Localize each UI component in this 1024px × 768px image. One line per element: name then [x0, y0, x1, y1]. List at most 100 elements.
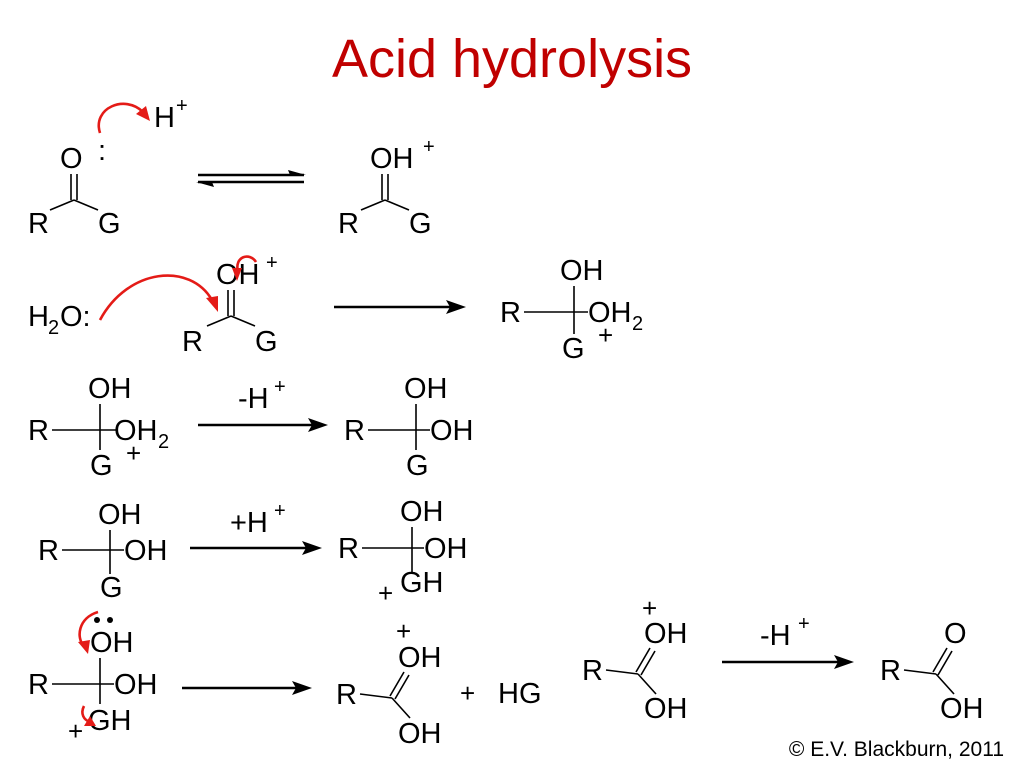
- carboxylic-acid-product: O R OH: [880, 618, 984, 725]
- r-c-bond: [206, 315, 232, 327]
- g-group: G: [562, 333, 585, 365]
- charge: +: [68, 716, 83, 746]
- charge: +: [642, 593, 657, 623]
- charge: +: [598, 320, 613, 350]
- step4-arrow: +H +: [190, 500, 322, 555]
- gh-group: GH: [88, 705, 132, 737]
- r-c-bond: [605, 669, 639, 675]
- r-group: R: [500, 297, 521, 329]
- charge: +: [378, 578, 393, 608]
- copyright-notice: © E.V. Blackburn, 2011: [788, 738, 1004, 761]
- proton-h: H: [154, 102, 175, 134]
- step5-arrow: [182, 681, 312, 695]
- page-title: Acid hydrolysis: [331, 29, 693, 89]
- oh-top: OH: [398, 642, 442, 674]
- hg-leaving-group: HG: [498, 678, 542, 710]
- lone-pair-dot: [94, 617, 100, 623]
- c-o-double-bond-b: [394, 674, 410, 700]
- arrow-label: -H: [760, 620, 791, 652]
- charge: +: [396, 616, 411, 646]
- proton-charge: +: [176, 95, 188, 117]
- curly-arrow-head: [78, 640, 90, 654]
- step1-g-group: G: [98, 208, 121, 240]
- g-group: G: [90, 450, 113, 482]
- oh2-group: OH: [114, 415, 158, 447]
- curly-arrow-head: [206, 296, 218, 312]
- r-group: R: [336, 679, 357, 711]
- gh-group: GH: [400, 567, 444, 599]
- curly-arrow-protonation: [97, 102, 144, 134]
- water-subscript: 2: [48, 317, 59, 339]
- oh2-group: OH: [588, 297, 632, 329]
- r-group: R: [582, 655, 603, 687]
- c-oh-bond: [391, 697, 411, 719]
- step1-r-group: R: [28, 208, 49, 240]
- oh2-subscript: 2: [632, 313, 643, 335]
- arrow-label: -H: [238, 383, 269, 415]
- step1-reactant-carbonyl: O : R G: [28, 135, 121, 240]
- r-group: R: [38, 535, 59, 567]
- g-group: G: [409, 208, 432, 240]
- arrow-label-charge: +: [798, 613, 810, 635]
- r-c-bond: [359, 693, 393, 699]
- oh-top: OH: [400, 496, 444, 528]
- oh-top: OH: [90, 627, 134, 659]
- r-group: R: [28, 415, 49, 447]
- step4-reactant: OH R OH G: [38, 499, 168, 604]
- water-h: H: [28, 301, 49, 333]
- forward-half-head: [288, 170, 306, 175]
- lone-pair-dot: [107, 617, 113, 623]
- oh-group: OH: [370, 143, 414, 175]
- step2-product-tetrahedral: OH R OH 2 G +: [500, 255, 643, 365]
- c-g-bond: [73, 199, 99, 211]
- oh-right: OH: [124, 535, 168, 567]
- water-o: O:: [60, 301, 91, 333]
- r-c-bond: [49, 199, 75, 211]
- charge: +: [126, 438, 141, 468]
- c-o-double-bond-a: [932, 647, 948, 673]
- r-group: R: [344, 415, 365, 447]
- final-arrow: -H +: [722, 613, 854, 669]
- g-group: G: [255, 326, 278, 358]
- step3-reactant: OH R OH 2 G +: [28, 373, 169, 482]
- c-oh-bond: [637, 673, 657, 695]
- step1-lone-pair: :: [98, 135, 106, 167]
- oh-charge: +: [423, 136, 435, 158]
- curly-arrow-head: [232, 268, 242, 281]
- curly-arrow-nucleophilic-attack: [98, 274, 214, 321]
- g-group: G: [406, 450, 429, 482]
- oh-top: OH: [560, 255, 604, 287]
- r-group: R: [880, 655, 901, 687]
- c-g-bond: [230, 315, 256, 327]
- step1-o-atom: O: [60, 143, 83, 175]
- r-c-bond: [903, 669, 937, 675]
- r-group: R: [338, 533, 359, 565]
- oh-charge: +: [266, 252, 278, 274]
- step2-protonated-carbonyl: OH + R G: [182, 252, 278, 358]
- plus-sign: +: [460, 678, 475, 708]
- oh-top: OH: [98, 499, 142, 531]
- arrow-label-charge: +: [274, 376, 286, 398]
- step2-arrow: [334, 300, 466, 314]
- curly-arrow-head: [136, 106, 150, 121]
- oh2-subscript: 2: [158, 431, 169, 453]
- water-nucleophile: H 2 O:: [28, 301, 91, 339]
- step1-proton: H +: [154, 95, 188, 134]
- oh-bottom: OH: [644, 693, 688, 725]
- step5-protonated-acid: + OH R OH: [336, 616, 442, 750]
- step1-product-protonated-carbonyl: OH + R G: [338, 136, 435, 240]
- c-o-double-bond-a: [635, 647, 651, 673]
- arrow-label-charge: +: [274, 500, 286, 522]
- r-c-bond: [360, 199, 386, 211]
- curly-arrow-head: [84, 716, 96, 726]
- r-group: R: [182, 326, 203, 358]
- c-g-bond: [384, 199, 410, 211]
- oh-right: OH: [114, 669, 158, 701]
- oh-right: OH: [430, 415, 474, 447]
- oh-top: OH: [88, 373, 132, 405]
- equilibrium-arrow: [196, 170, 306, 187]
- oh-right: OH: [424, 533, 468, 565]
- oh-top: OH: [404, 373, 448, 405]
- r-group: R: [28, 669, 49, 701]
